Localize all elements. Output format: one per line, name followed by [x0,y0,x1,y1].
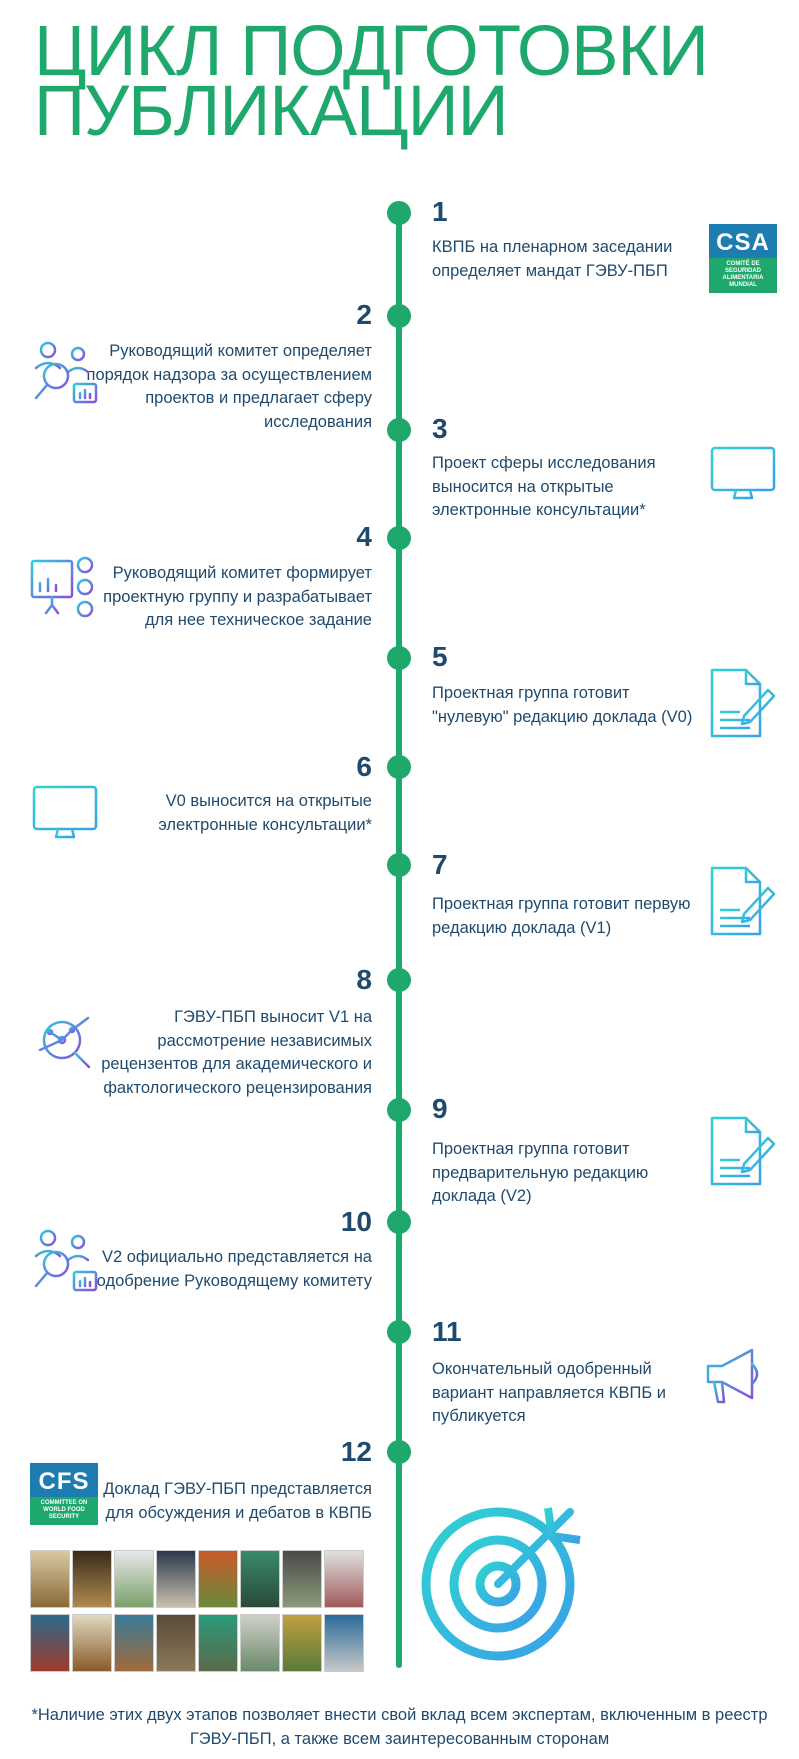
step-8-number: 8 [356,964,372,995]
step-9-text: Проектная группа готовит предварительную… [432,1140,649,1205]
timeline-line [396,210,402,1668]
timeline-dot [387,1098,411,1122]
document-pen-icon [710,1116,776,1186]
step-11-number: 11 [432,1316,462,1347]
analytics-people-icon [34,341,98,404]
megaphone-icon [706,1348,759,1404]
timeline-dot [387,1320,411,1344]
report-cover [198,1550,238,1608]
cfs-logo-subtext: COMMITTEE ON WORLD FOOD SECURITY [30,1497,98,1525]
step-7-text: Проектная группа готовит первую редакцию… [432,895,691,937]
report-cover [324,1614,364,1672]
timeline-dot [387,201,411,225]
step-4-number: 4 [356,521,372,552]
report-covers-grid [30,1550,370,1678]
report-cover [114,1614,154,1672]
timeline-dot [387,646,411,670]
report-cover [282,1614,322,1672]
step-12-text: Доклад ГЭВУ-ПБП представляется для обсуж… [103,1480,372,1522]
report-cover [30,1614,70,1672]
analytics-people-icon [34,1229,98,1292]
step-2-number: 2 [356,299,372,330]
target-arrow-icon [421,1507,581,1661]
document-pen-icon [710,866,776,936]
footnote: *Наличие этих двух этапов позволяет внес… [31,1706,768,1748]
report-cover [240,1550,280,1608]
timeline-dot [387,304,411,328]
timeline-dot [387,526,411,550]
report-cover [240,1614,280,1672]
step-2-text: Руководящий комитет определяет порядок н… [86,342,372,431]
cfs-logo: CFS COMMITTEE ON WORLD FOOD SECURITY [30,1463,98,1525]
title-line-1: ЦИКЛ ПОДГОТОВКИ [34,12,709,91]
step-5-text: Проектная группа готовит "нулевую" редак… [432,684,693,726]
step-12-number: 12 [340,1436,372,1467]
document-pen-icon [710,668,776,738]
step-3-number: 3 [432,413,448,444]
timeline-dot [387,968,411,992]
timeline-dot [387,418,411,442]
step-1-text: КВПБ на пленарном заседании определяет м… [432,238,673,280]
step-5-number: 5 [432,641,448,672]
report-cover [72,1550,112,1608]
step-11-text: Окончательный одобренный вариант направл… [432,1360,666,1425]
report-cover [324,1550,364,1608]
report-cover [282,1550,322,1608]
csa-logo-text: CSA [716,229,770,256]
network-search-icon [38,1016,91,1069]
step-8-text: ГЭВУ-ПБП выносит V1 на рассмотрение неза… [101,1008,372,1097]
step-6-text: V0 выносится на открытые электронные кон… [158,792,372,834]
step-4-text: Руководящий комитет формирует проектную … [103,564,372,629]
title-line-2: ПУБЛИКАЦИИ [34,72,509,151]
team-presentation-icon [30,556,94,618]
report-cover [156,1550,196,1608]
report-cover [198,1614,238,1672]
report-cover [72,1614,112,1672]
page-title: ЦИКЛ ПОДГОТОВКИ ПУБЛИКАЦИИ [34,12,709,151]
csa-logo: CSA COMITÉ DE SEGURIDAD ALIMENTARIA MUND… [709,224,777,293]
report-cover [156,1614,196,1672]
csa-logo-subtext: COMITÉ DE SEGURIDAD ALIMENTARIA MUNDIAL [709,258,777,293]
step-10-number: 10 [340,1206,372,1237]
report-cover [114,1550,154,1608]
timeline-dot [387,1210,411,1234]
timeline-dot [387,853,411,877]
monitor-icon [710,446,776,502]
monitor-icon [32,785,98,841]
timeline-dot [387,755,411,779]
timeline-dot [387,1440,411,1464]
step-1-number: 1 [432,196,448,227]
cfs-logo-text: CFS [38,1468,90,1495]
step-6-number: 6 [356,751,372,782]
step-7-number: 7 [432,849,448,880]
step-9-number: 9 [432,1093,448,1124]
report-cover [30,1550,70,1608]
step-3-text: Проект сферы исследования выносится на о… [432,454,656,519]
step-10-text: V2 официально представляется на одобрени… [96,1248,372,1290]
